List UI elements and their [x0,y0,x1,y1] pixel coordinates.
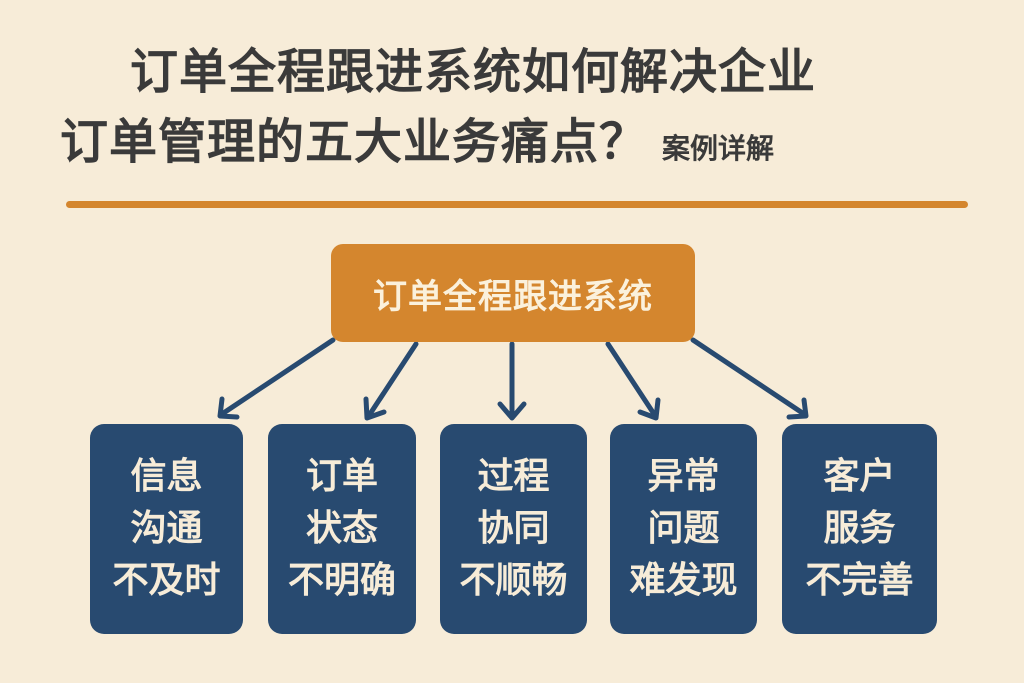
title-divider [66,201,968,208]
pain-point-node-1: 信息 沟通 不及时 [90,424,243,634]
pain-point-node-2: 订单 状态 不明确 [268,424,416,634]
node-line: 服务 [823,508,896,549]
node-line: 难发现 [629,560,738,601]
arrow-to-node-1 [219,337,336,417]
title-line-2-text: 订单管理的五大业务痛点？ [60,114,649,170]
node-line: 客户 [823,456,896,497]
node-line: 过程 [477,456,550,497]
node-line: 订单 [305,456,378,497]
node-line: 状态 [305,508,378,549]
subtitle: 案例详解 [662,132,775,165]
node-line: 协同 [477,508,550,549]
node-line: 不及时 [112,560,221,601]
node-line: 不完善 [805,560,914,601]
arrow-to-node-2 [367,341,419,417]
node-line: 信息 [130,456,203,497]
node-line: 不明确 [287,560,396,601]
node-line: 沟通 [130,508,203,549]
node-line: 不顺畅 [459,560,568,601]
pain-point-node-3: 过程 协同 不顺畅 [440,424,587,634]
pain-point-node-4: 异常 问题 难发现 [610,424,757,634]
node-line: 异常 [647,456,720,497]
title-line-1: 订单全程跟进系统如何解决企业 [130,44,817,100]
title-line-2: 订单管理的五大业务痛点？ 案例详解 [60,110,774,181]
arrow-to-node-4 [605,341,657,417]
pain-point-node-5: 客户 服务 不完善 [782,424,937,634]
arrow-to-node-5 [690,337,807,417]
root-node-system: 订单全程跟进系统 [331,244,695,342]
root-node-label: 订单全程跟进系统 [373,276,653,317]
node-line: 问题 [647,508,720,549]
